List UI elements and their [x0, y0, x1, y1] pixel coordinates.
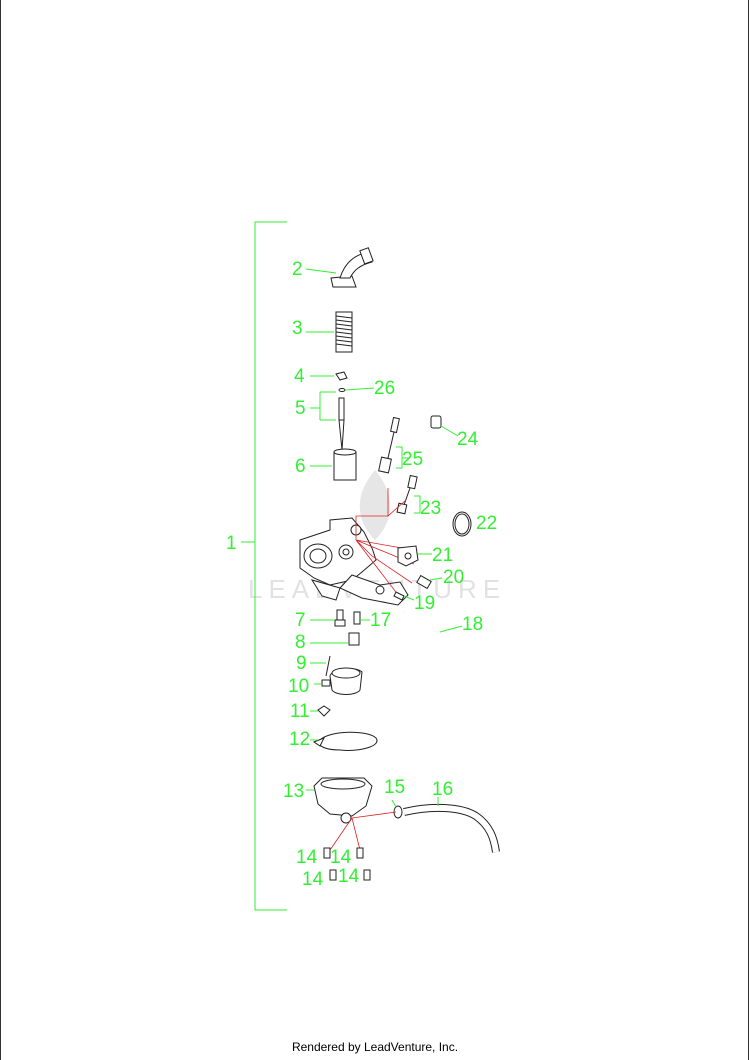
- callout-20[interactable]: 20: [443, 567, 464, 588]
- callout-23[interactable]: 23: [420, 498, 441, 519]
- part-24-cap[interactable]: [430, 415, 442, 429]
- callout-14c[interactable]: 14: [302, 869, 324, 890]
- callout-14d[interactable]: 14: [338, 866, 360, 887]
- callout-21[interactable]: 21: [432, 545, 453, 566]
- callout-12[interactable]: 12: [289, 729, 310, 750]
- callout-7[interactable]: 7: [295, 610, 306, 631]
- part-25-screw[interactable]: [378, 416, 400, 474]
- part-23-screw[interactable]: [396, 474, 418, 515]
- part-16-drain-hose[interactable]: [403, 803, 500, 853]
- callout-14a[interactable]: 14: [296, 847, 318, 868]
- part-6-slide[interactable]: [333, 448, 357, 481]
- callout-18[interactable]: 18: [462, 614, 483, 635]
- callout-2[interactable]: 2: [292, 259, 303, 280]
- callout-3[interactable]: 3: [292, 318, 303, 339]
- callout-26[interactable]: 26: [374, 378, 395, 399]
- part-12-gasket[interactable]: [312, 731, 378, 751]
- part-10-float[interactable]: [321, 667, 363, 695]
- part-5-needle[interactable]: [338, 397, 345, 451]
- footer-credit: Rendered by LeadVenture, Inc.: [291, 1040, 459, 1054]
- callout-10[interactable]: 10: [288, 676, 309, 697]
- page-border-right: [748, 0, 749, 1060]
- callout-1[interactable]: 1: [226, 533, 237, 554]
- callout-16[interactable]: 16: [432, 779, 453, 800]
- page-border-left: [0, 0, 1, 1060]
- part-9-pin[interactable]: [325, 655, 331, 677]
- part-20-drain-screw[interactable]: [416, 574, 432, 590]
- assembly-bracket: [254, 221, 287, 911]
- callout-22[interactable]: 22: [476, 513, 497, 534]
- part-8-tube[interactable]: [348, 632, 360, 646]
- part-26-clip[interactable]: [338, 388, 346, 392]
- callout-14b[interactable]: 14: [330, 847, 352, 868]
- part-13-float-bowl[interactable]: [313, 777, 373, 824]
- callout-13[interactable]: 13: [283, 781, 304, 802]
- part-17-jet[interactable]: [353, 611, 361, 625]
- part-22-oring[interactable]: [452, 511, 472, 537]
- callout-8[interactable]: 8: [295, 632, 306, 653]
- callout-4[interactable]: 4: [294, 366, 305, 387]
- callout-17[interactable]: 17: [370, 610, 391, 631]
- part-4-clip[interactable]: [335, 371, 348, 381]
- part-18-hose[interactable]: [401, 609, 507, 683]
- watermark-flame-icon: [359, 470, 391, 540]
- part-2-elbow[interactable]: [330, 247, 374, 288]
- part-19-screw[interactable]: [393, 591, 405, 601]
- callout-9[interactable]: 9: [296, 653, 307, 674]
- part-11-needle-valve[interactable]: [317, 705, 331, 717]
- callout-15[interactable]: 15: [384, 777, 405, 798]
- part-21-bracket[interactable]: [397, 545, 419, 567]
- callout-19[interactable]: 19: [414, 593, 435, 614]
- callout-25[interactable]: 25: [402, 449, 423, 470]
- callout-11[interactable]: 11: [290, 701, 310, 722]
- callout-24[interactable]: 24: [457, 429, 479, 450]
- callout-5[interactable]: 5: [295, 398, 306, 419]
- callout-6[interactable]: 6: [295, 456, 306, 477]
- part-carburetor-body[interactable]: [299, 517, 409, 606]
- red-leader-lines: [355, 488, 415, 601]
- part-3-spring[interactable]: [335, 311, 353, 353]
- part-7-jet[interactable]: [334, 609, 346, 627]
- part-14-screws[interactable]: [323, 847, 371, 881]
- red-leader-lines-bowl: [329, 811, 397, 851]
